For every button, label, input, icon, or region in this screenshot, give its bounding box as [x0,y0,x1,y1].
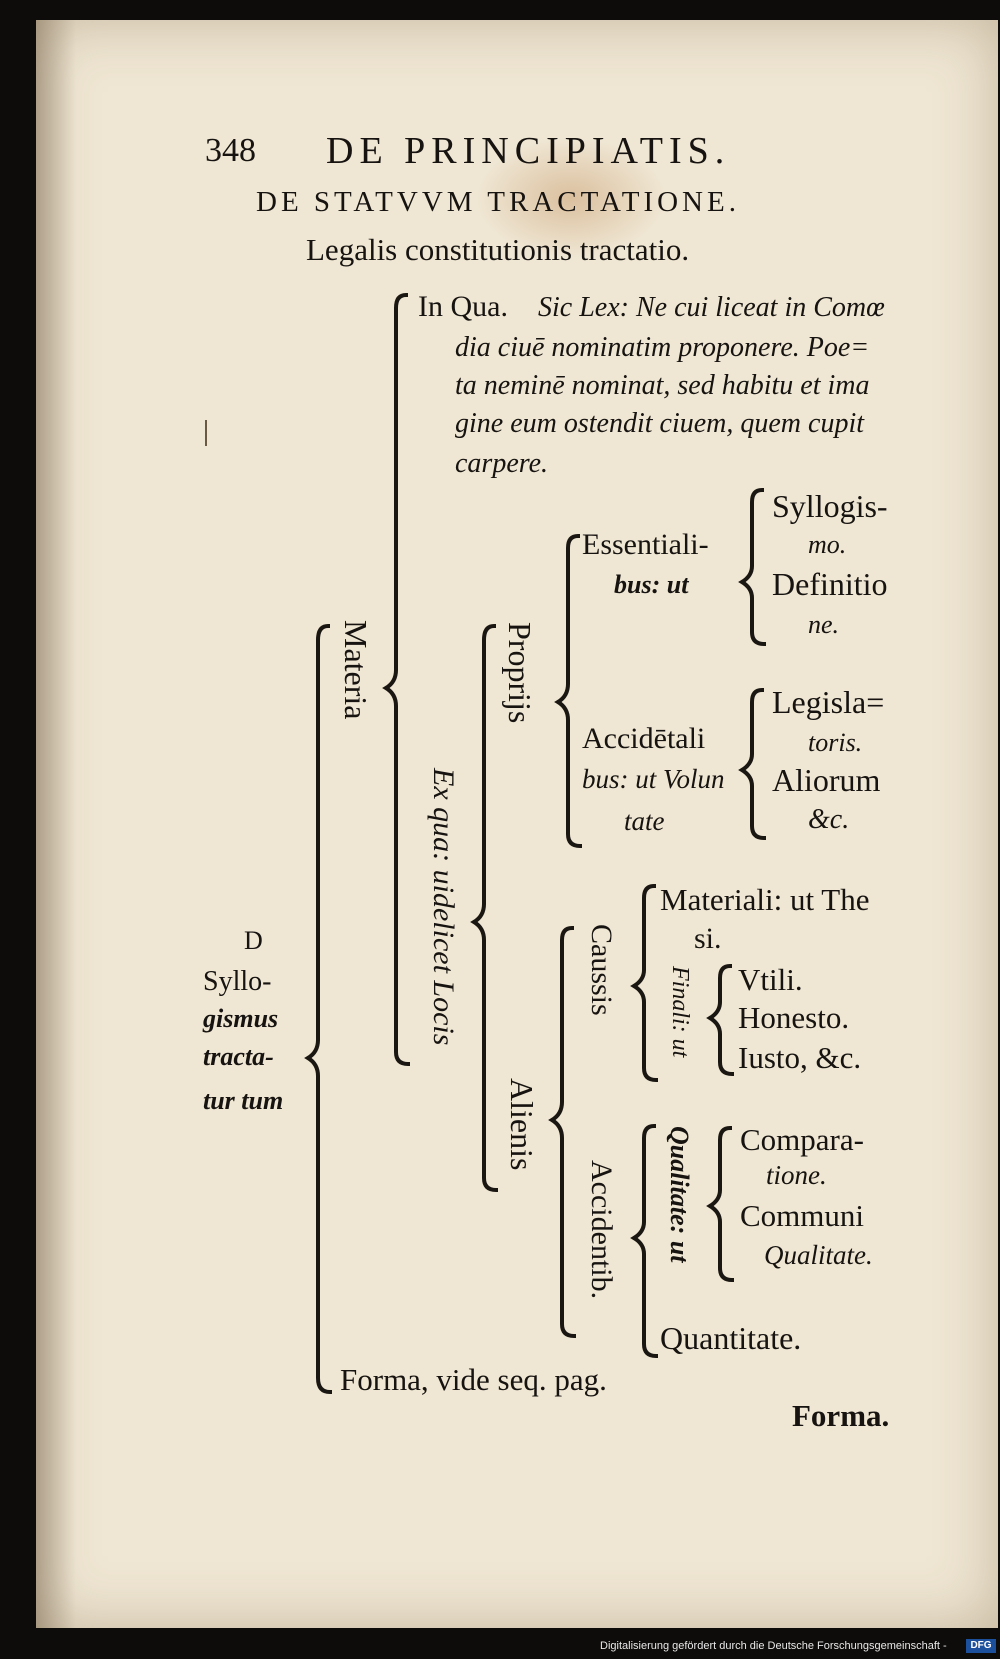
catchword: Forma. [792,1398,890,1433]
subtitle: Legalis constitutionis tractatio. [306,232,690,267]
brace-alienis [548,925,577,1339]
forma-line: Forma, vide seq. pag. [340,1362,607,1397]
root-mark: D [244,926,263,955]
essentiali-item: Definitio [772,566,888,602]
root-line: tracta- [203,1042,274,1071]
brace-accidentali [738,687,767,841]
finali-item: Honesto. [738,1000,850,1035]
accidentali-item: &c. [808,804,850,835]
brace-accidentib [630,1123,659,1359]
finali-item: Vtili. [738,962,803,997]
brace-propriis [554,533,583,849]
essentiali-item: mo. [808,530,847,559]
brace-root [304,623,333,1395]
accidentali-label: Accidētali [582,722,706,755]
in-qua-line: dia ciuē nominatim proponere. Poe= [455,332,870,363]
accidentali-item: Aliorum [772,762,881,798]
running-title: DE PRINCIPIATIS. [326,130,731,172]
accidentali-label: tate [624,806,665,836]
in-qua-head: In Qua. [418,290,508,323]
digitization-credit: Digitalisierung gefördert durch die Deut… [600,1640,947,1652]
in-qua-line: Sic Lex: Ne cui liceat in Comœ [538,292,885,323]
qualitate-item: Compara- [740,1122,864,1157]
qualitate-item: Qualitate. [764,1240,873,1270]
materiali-line: si. [694,922,722,955]
accidentali-item: toris. [808,728,863,757]
brace-essentiali [738,487,767,647]
brace-materia [382,292,411,1067]
brace-qualitate [706,1125,735,1283]
in-qua-line: ta neminē nominat, sed habitu et ima [455,370,870,401]
book-page [36,20,998,1628]
paper-stain [476,138,666,258]
brace-finali [706,963,735,1077]
qualitate-item: tione. [766,1160,827,1190]
essentiali-label: bus: ut [614,570,689,599]
root-line: Syllo- [203,966,272,997]
essentiali-item: Syllogis- [772,488,888,524]
accidentali-label: bus: ut Volun [582,764,725,794]
brace-ex-qua [470,623,499,1193]
essentiali-item: ne. [808,610,840,639]
root-line: tur tum [203,1086,284,1115]
quantitate-label: Quantitate. [660,1320,802,1356]
essentiali-label: Essentiali- [582,528,709,561]
materiali-line: Materiali: ut The [660,882,870,917]
page-number: 348 [205,132,256,169]
dfg-logo: DFG [966,1639,996,1653]
in-qua-line: carpere. [455,448,549,479]
brace-caussis [630,883,659,1083]
section-title: DE STATVVM TRACTATIONE. [256,186,740,218]
qualitate-item: Communi [740,1198,865,1233]
accidentali-item: Legisla= [772,684,885,720]
finali-item: Iusto, &c. [738,1040,862,1075]
root-line: gismus [203,1004,279,1033]
in-qua-line: gine eum ostendit ciuem, quem cupit [455,408,865,439]
